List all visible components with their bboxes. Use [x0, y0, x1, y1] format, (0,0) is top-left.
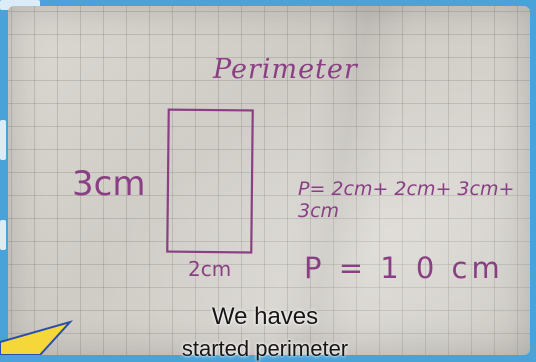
side-length-label: 3cm — [72, 164, 146, 204]
bottom-length-label: 2cm — [188, 257, 232, 281]
drawn-rectangle — [166, 108, 254, 254]
background-decoration — [0, 0, 40, 10]
paper-shading — [8, 6, 530, 355]
background-decoration — [0, 220, 6, 250]
rectangle-drawing — [166, 108, 254, 254]
caption-line-1: We haves — [211, 303, 319, 330]
background-decoration — [0, 120, 6, 160]
grid-paper — [8, 6, 530, 355]
perimeter-result-equation: P = 1 0 cm — [304, 251, 504, 285]
caption-line-2: started perimeter — [181, 336, 349, 361]
corner-accent-shape — [0, 320, 74, 355]
drawing-title: Perimeter — [213, 54, 358, 85]
notebook-photo: Perimeter 3cm 2cm P= 2cm+ 2cm+ 3cm+ 3cm … — [8, 6, 530, 355]
perimeter-sum-equation: P= 2cm+ 2cm+ 3cm+ 3cm — [298, 178, 515, 222]
